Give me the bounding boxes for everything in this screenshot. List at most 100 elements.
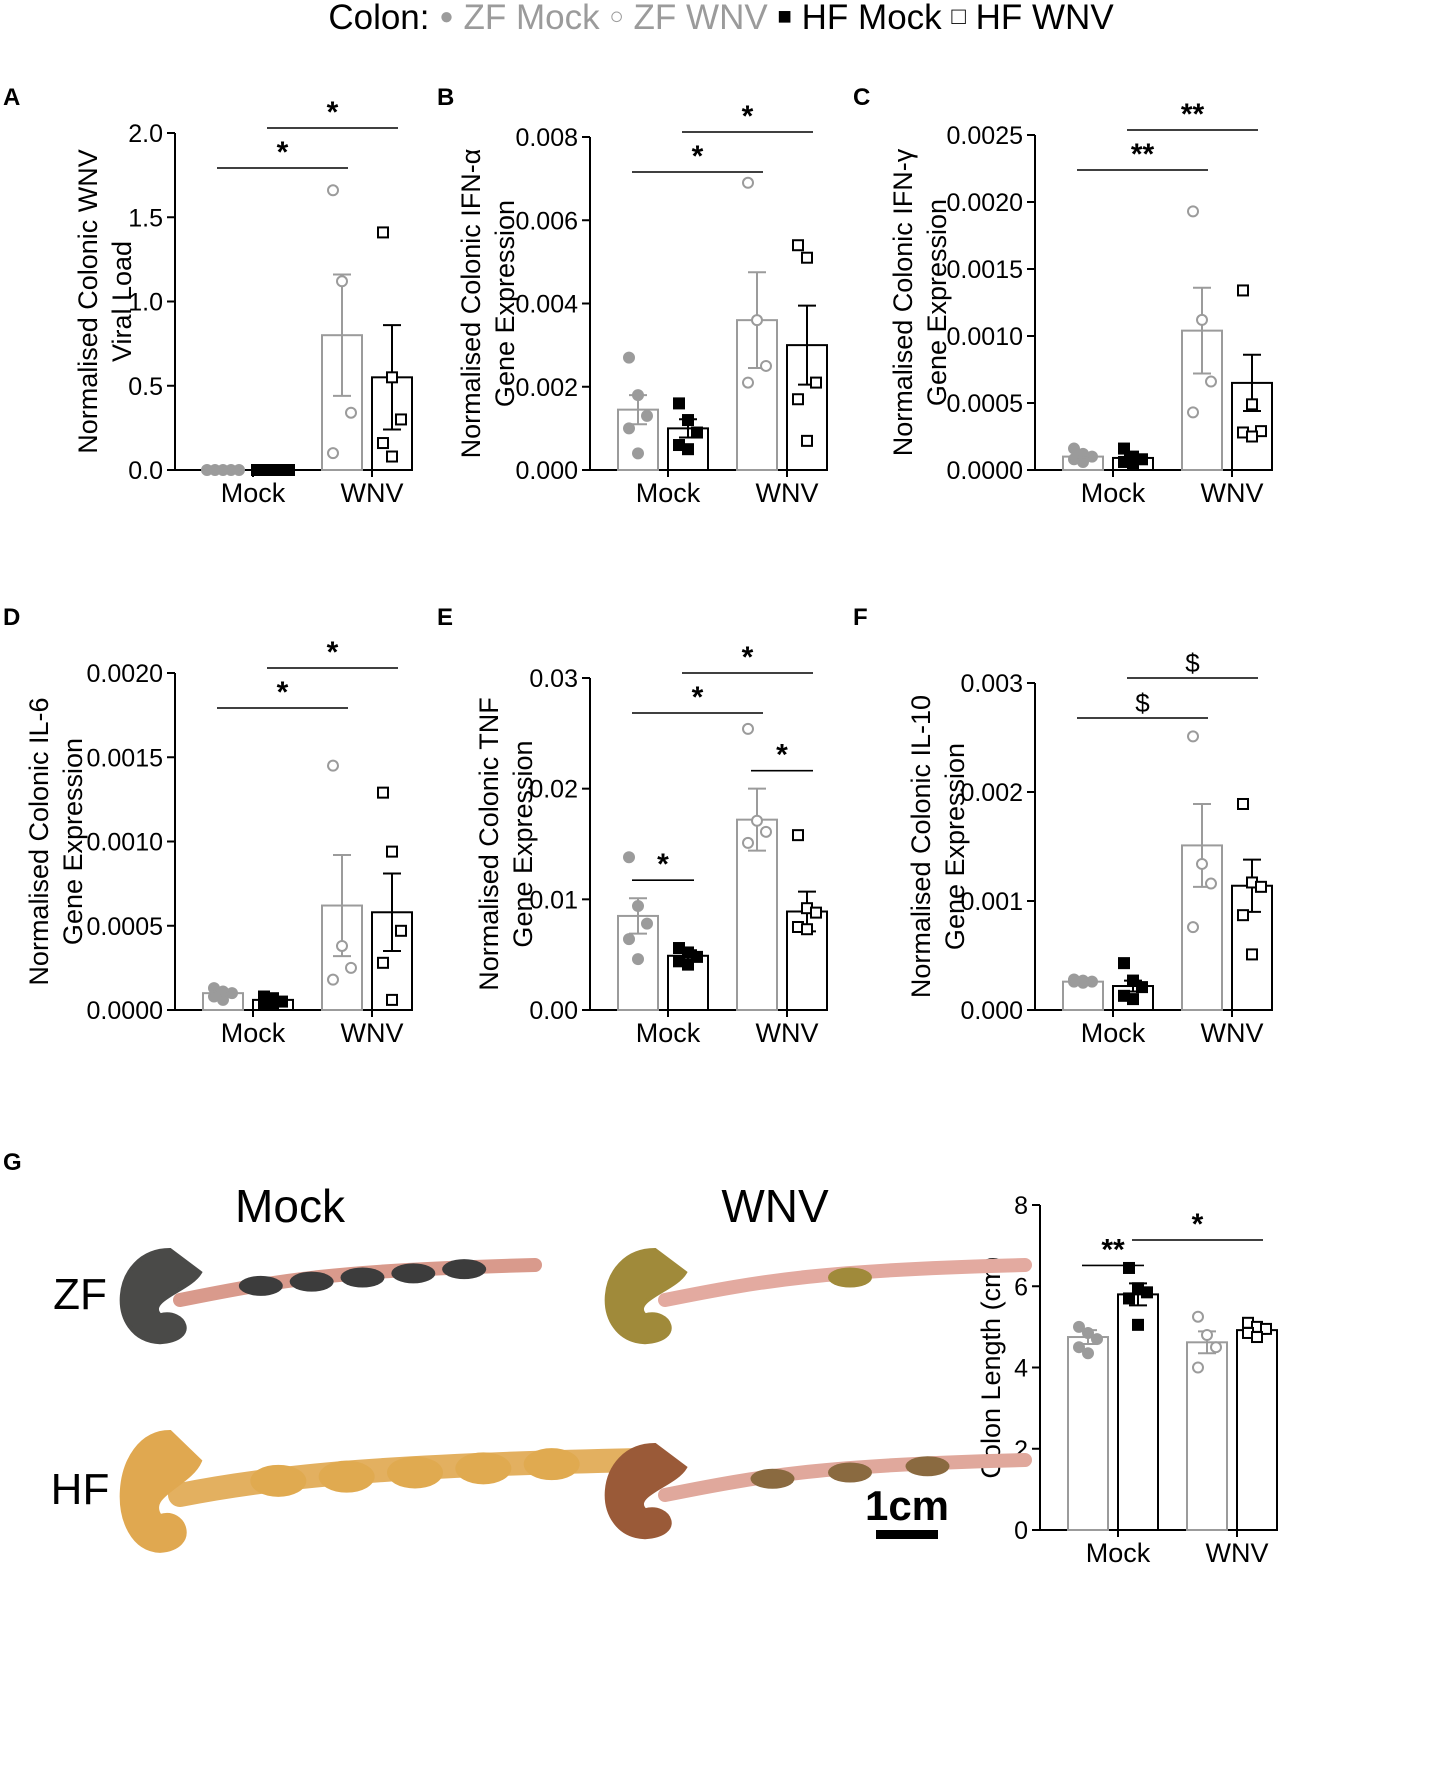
data-point xyxy=(760,359,772,372)
y-tick-label: 0 xyxy=(1014,1517,1028,1545)
data-point xyxy=(327,447,339,460)
significance-label: * xyxy=(327,96,339,129)
x-category-label: Mock xyxy=(221,1018,286,1048)
data-point xyxy=(760,825,772,838)
data-point xyxy=(1187,406,1199,419)
y-tick-label: 6 xyxy=(1014,1273,1028,1301)
colon-pellet xyxy=(905,1456,950,1477)
y-axis-label: Viral Load xyxy=(107,241,137,362)
x-category-label: Mock xyxy=(221,478,286,508)
significance-label: ** xyxy=(1181,98,1205,131)
significance-label: ** xyxy=(1131,138,1155,171)
data-point xyxy=(792,239,804,252)
significance-label: * xyxy=(277,676,289,709)
data-point xyxy=(801,923,813,936)
y-axis-label: Normalised Colonic TNF xyxy=(474,697,504,991)
data-point xyxy=(623,851,635,864)
cecum xyxy=(119,1429,203,1553)
data-point xyxy=(1210,1341,1222,1354)
bar-zf-mock xyxy=(1067,1336,1109,1531)
data-point xyxy=(1251,1331,1263,1344)
data-point xyxy=(1073,1341,1085,1354)
data-point xyxy=(386,371,398,384)
data-point xyxy=(1237,797,1249,810)
x-category-label: Mock xyxy=(1086,1538,1151,1568)
colon-pellet xyxy=(523,1448,580,1481)
y-tick-label: 0.001 xyxy=(960,888,1023,916)
data-point xyxy=(682,414,694,427)
photo-row-label: HF xyxy=(51,1465,110,1514)
legend-zf-wnv-marker: ○ xyxy=(609,3,624,30)
data-point xyxy=(1187,921,1199,934)
cecum xyxy=(119,1247,203,1345)
data-point xyxy=(1192,1310,1204,1323)
colon-pellet xyxy=(828,1462,872,1483)
colon-specimen-zf-mock xyxy=(119,1247,542,1345)
data-point xyxy=(336,939,348,952)
legend-zf-mock-marker: ● xyxy=(439,3,454,30)
data-point xyxy=(377,956,389,969)
data-point xyxy=(226,987,238,1000)
cecum xyxy=(604,1442,688,1540)
y-tick-label: 0.0 xyxy=(128,457,163,485)
significance-label: * xyxy=(327,636,339,669)
data-point xyxy=(217,993,229,1006)
data-point xyxy=(386,450,398,463)
data-point xyxy=(1237,284,1249,297)
y-axis-label: Gene Expression xyxy=(508,740,538,947)
data-point xyxy=(377,786,389,799)
y-tick-label: 0.0020 xyxy=(947,189,1023,217)
y-tick-label: 0.0000 xyxy=(87,997,163,1025)
legend-hf-mock-label: HF Mock xyxy=(801,0,942,37)
photo-row-label: ZF xyxy=(53,1270,107,1319)
colon-tube xyxy=(658,1453,1032,1502)
y-tick-label: 0.000 xyxy=(515,457,578,485)
data-point xyxy=(801,434,813,447)
y-tick-label: 0.000 xyxy=(960,997,1023,1025)
data-point xyxy=(623,351,635,364)
data-point xyxy=(691,426,703,439)
data-point xyxy=(1136,981,1148,994)
data-point xyxy=(1260,1322,1272,1335)
data-point xyxy=(1082,1347,1094,1360)
data-point xyxy=(1127,974,1139,987)
significance-label: * xyxy=(1192,1208,1204,1241)
y-tick-label: 2.0 xyxy=(128,120,163,148)
data-point xyxy=(742,836,754,849)
colon-pellet xyxy=(828,1267,872,1288)
data-point xyxy=(267,997,279,1010)
data-point xyxy=(1127,458,1139,471)
significance-label: $ xyxy=(1185,648,1200,678)
y-tick-label: 0.006 xyxy=(515,207,578,235)
data-point xyxy=(1205,877,1217,890)
colon-pellet xyxy=(387,1456,443,1489)
legend-hf-mock-marker: ■ xyxy=(777,3,792,30)
panel-letter: D xyxy=(3,604,20,631)
y-axis-label: Normalised Colonic IL-10 xyxy=(906,695,936,998)
data-point xyxy=(1123,1261,1135,1274)
data-point xyxy=(1237,909,1249,922)
data-point xyxy=(1118,957,1130,970)
data-point xyxy=(751,814,763,827)
significance-label: * xyxy=(692,140,704,173)
data-point xyxy=(1246,430,1258,443)
colon-pellet xyxy=(250,1464,307,1497)
colon-pellet xyxy=(442,1259,487,1280)
y-tick-label: 1.5 xyxy=(128,204,163,232)
y-tick-label: 0.002 xyxy=(515,374,578,402)
data-point xyxy=(1091,1333,1103,1346)
colon-pellet xyxy=(340,1267,385,1288)
y-tick-label: 0.0000 xyxy=(947,457,1023,485)
colon-tube xyxy=(658,1258,1032,1307)
data-point xyxy=(792,829,804,842)
data-point xyxy=(377,437,389,450)
data-point xyxy=(641,409,653,422)
x-category-label: WNV xyxy=(756,478,819,508)
y-tick-label: 0.003 xyxy=(960,670,1023,698)
data-point xyxy=(742,176,754,189)
y-axis-label: Normalised Colonic WNV xyxy=(73,149,103,454)
data-point xyxy=(641,917,653,930)
scale-bar-label: 1cm xyxy=(865,1482,949,1529)
y-tick-label: 1.0 xyxy=(128,289,163,317)
data-point xyxy=(742,722,754,735)
